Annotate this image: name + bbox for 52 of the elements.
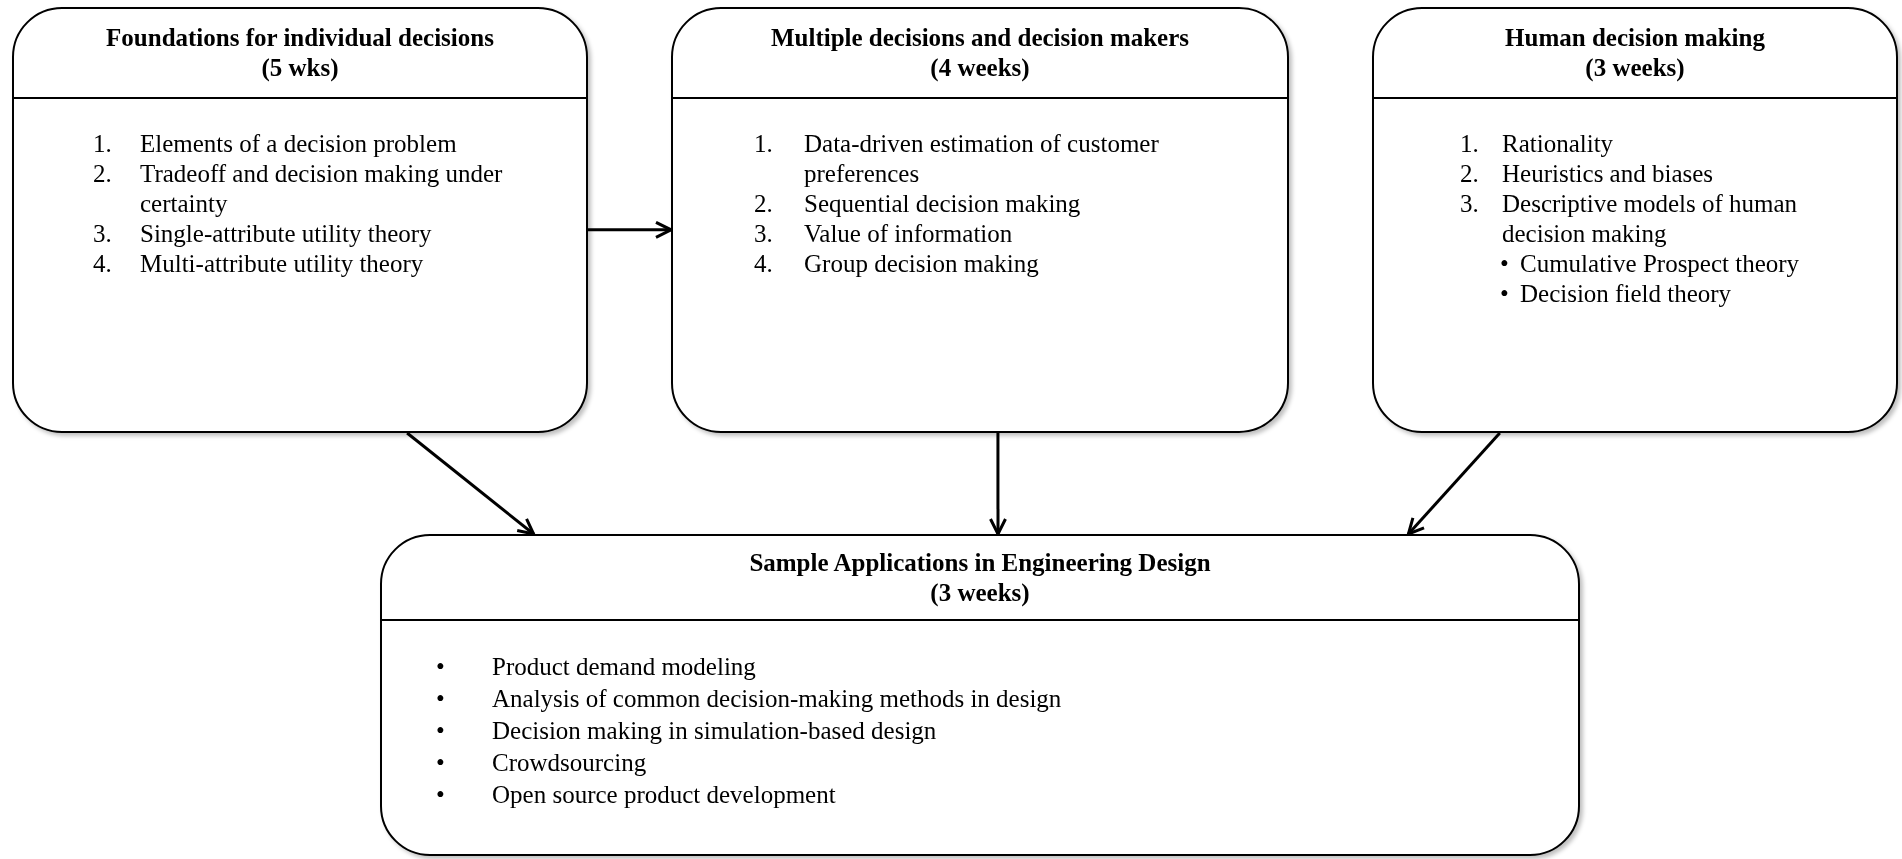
rounded-box — [12, 7, 588, 433]
list-item-text: Cumulative Prospect theory — [1520, 249, 1800, 279]
list-marker: 2. — [754, 189, 773, 219]
box-title: Foundations for individual decisions — [106, 23, 494, 53]
list-marker: • — [436, 652, 445, 682]
list-item-text: Decision making in simulation-based design — [492, 716, 937, 746]
list-marker: • — [436, 684, 445, 714]
list-item-text: Heuristics and biases — [1502, 159, 1714, 189]
arrow — [588, 220, 673, 239]
list-item-text: Data-driven estimation of customer preferences — [804, 129, 1160, 189]
duration-label: (5 wks) — [261, 53, 339, 83]
list-item-text: Open source product development — [492, 780, 836, 810]
arrow — [1406, 432, 1501, 536]
box-title: Human decision making — [1505, 23, 1765, 53]
list-marker: 3. — [93, 219, 112, 249]
duration-label: (3 weeks) — [1585, 53, 1685, 83]
list-marker: 2. — [93, 159, 112, 189]
list-item-text: Product demand modeling — [492, 652, 756, 682]
list-item-text: Elements of a decision problem — [140, 129, 457, 159]
rounded-box — [380, 534, 1580, 856]
list-marker: 4. — [93, 249, 112, 279]
duration-label: (3 weeks) — [930, 577, 1030, 608]
list-item-text: Crowdsourcing — [492, 748, 647, 778]
list-item-text: Single-attribute utility theory — [140, 219, 432, 249]
list-marker: 2. — [1460, 159, 1479, 189]
list-marker: • — [436, 780, 445, 810]
list-marker: 4. — [754, 249, 773, 279]
list-marker: 3. — [1460, 189, 1479, 219]
list-item-text: Descriptive models of human decision making — [1502, 189, 1799, 249]
list-item-text: Sequential decision making — [804, 189, 1081, 219]
list-item-text: Decision field theory — [1520, 279, 1732, 309]
list-item-text: Tradeoff and decision making under certainty — [140, 159, 504, 219]
duration-label: (4 weeks) — [930, 53, 1030, 83]
list-item-text: Rationality — [1502, 129, 1614, 159]
list-marker: • — [436, 716, 445, 746]
list-marker: • — [1500, 279, 1509, 309]
box-title: Multiple decisions and decision makers — [770, 23, 1190, 53]
list-item-text: Multi-attribute utility theory — [140, 249, 424, 279]
list-marker: • — [436, 748, 445, 778]
list-marker: 1. — [1460, 129, 1479, 159]
list-marker: • — [1500, 249, 1509, 279]
list-marker: 3. — [754, 219, 773, 249]
list-item-text: Group decision making — [804, 249, 1039, 279]
arrow — [989, 433, 1007, 536]
list-marker: 1. — [93, 129, 112, 159]
rounded-box — [671, 7, 1289, 433]
list-item-text: Analysis of common decision-making methods in design — [492, 684, 1062, 714]
rounded-box — [1372, 7, 1898, 433]
list-marker: 1. — [754, 129, 773, 159]
list-item-text: Value of information — [804, 219, 1013, 249]
box-title: Sample Applications in Engineering Design — [749, 547, 1211, 578]
arrow — [406, 431, 536, 536]
